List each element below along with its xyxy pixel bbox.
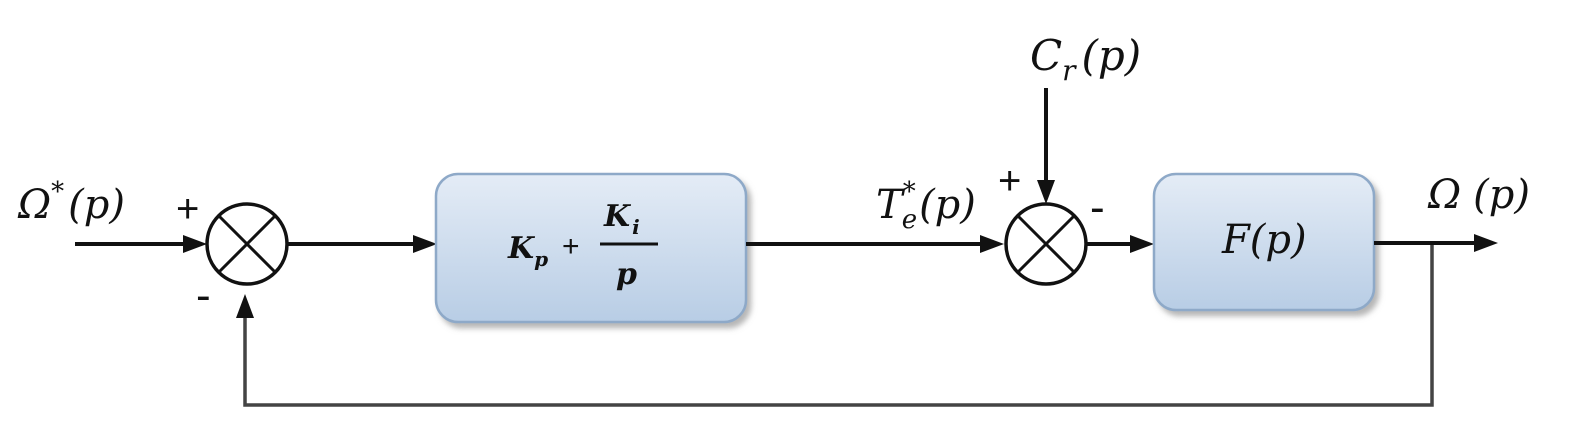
plant-transfer-function: F(p) bbox=[1221, 217, 1307, 263]
p-denominator: p bbox=[616, 257, 637, 292]
input-arrow bbox=[75, 235, 207, 253]
disturbance-signal-label: Cr(p) bbox=[1030, 31, 1141, 87]
disturbance-arrow bbox=[1037, 88, 1055, 204]
output-signal-label: Ω(p) bbox=[1427, 172, 1530, 218]
controller-block bbox=[434, 172, 748, 324]
arrow-summer2-to-plant bbox=[1086, 235, 1154, 253]
summer1-minus-sign: - bbox=[196, 271, 211, 320]
plus-operator: + bbox=[562, 230, 580, 263]
summing-junction-1 bbox=[205, 202, 289, 286]
feedback-arrowhead bbox=[236, 294, 254, 318]
arrow-controller-to-summer2 bbox=[746, 235, 1004, 253]
summer2-plus-sign: + bbox=[998, 159, 1021, 203]
torque-reference-label: T*e(p) bbox=[876, 177, 976, 235]
summing-junction-2 bbox=[1004, 202, 1088, 286]
summer1-plus-sign: + bbox=[176, 187, 199, 231]
arrow-summer1-to-controller bbox=[287, 235, 437, 253]
reference-signal-label: Ω*(p) bbox=[17, 177, 125, 228]
feedback-path bbox=[236, 243, 1434, 407]
output-arrow bbox=[1374, 234, 1498, 252]
summer2-minus-sign: - bbox=[1090, 183, 1105, 232]
kp-term: Kp bbox=[507, 231, 548, 271]
